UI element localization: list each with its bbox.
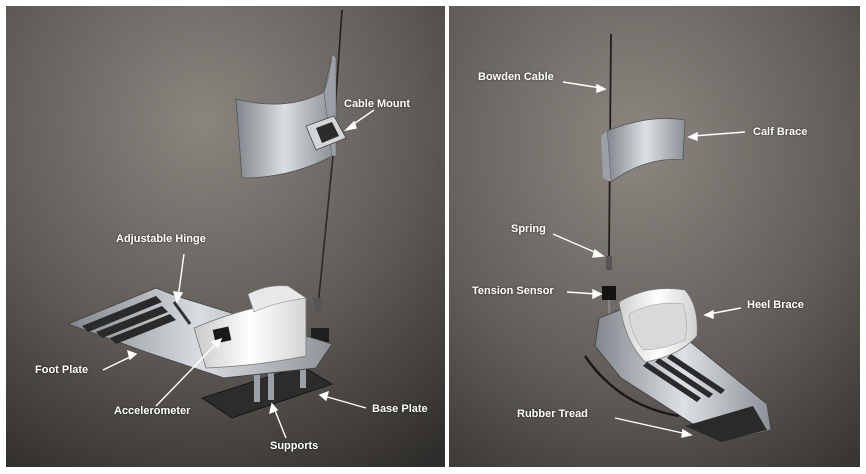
tension-sensor-shape bbox=[311, 328, 329, 340]
right-background bbox=[449, 6, 860, 467]
left-arrows bbox=[102, 109, 375, 439]
left-view-panel: Cable Mount Adjustable Hinge Foot Plate … bbox=[6, 6, 445, 467]
label-heel-brace: Heel Brace bbox=[747, 299, 804, 311]
rubber-tread-shape bbox=[685, 406, 767, 442]
label-adjustable-hinge: Adjustable Hinge bbox=[116, 233, 206, 245]
label-tension-sensor: Tension Sensor bbox=[472, 285, 554, 297]
label-foot-plate: Foot Plate bbox=[35, 364, 89, 376]
label-base-plate: Base Plate bbox=[372, 403, 428, 415]
support-1 bbox=[254, 372, 260, 402]
label-bowden-cable: Bowden Cable bbox=[478, 71, 554, 83]
spring-shape bbox=[314, 298, 322, 312]
calf-brace-shape-right bbox=[606, 118, 686, 183]
label-calf-brace: Calf Brace bbox=[753, 126, 808, 138]
left-background bbox=[6, 6, 445, 467]
hinge-shape bbox=[172, 301, 192, 325]
label-rubber-tread: Rubber Tread bbox=[517, 408, 588, 420]
support-2 bbox=[268, 368, 274, 400]
panel-divider bbox=[445, 0, 449, 474]
spring-shape-right bbox=[606, 256, 612, 270]
label-accelerometer: Accelerometer bbox=[114, 405, 191, 417]
accelerometer-shape bbox=[212, 326, 232, 344]
label-cable-mount: Cable Mount bbox=[344, 98, 410, 110]
label-spring: Spring bbox=[511, 223, 546, 235]
right-view-panel: Bowden Cable Calf Brace Spring Tension S… bbox=[449, 6, 860, 467]
heel-brace-shape bbox=[193, 297, 307, 369]
support-3 bbox=[300, 362, 306, 388]
label-supports: Supports bbox=[270, 440, 319, 452]
tension-sensor-shape-right bbox=[602, 286, 616, 300]
right-arrows bbox=[552, 81, 746, 438]
cable-lower bbox=[317, 145, 335, 307]
